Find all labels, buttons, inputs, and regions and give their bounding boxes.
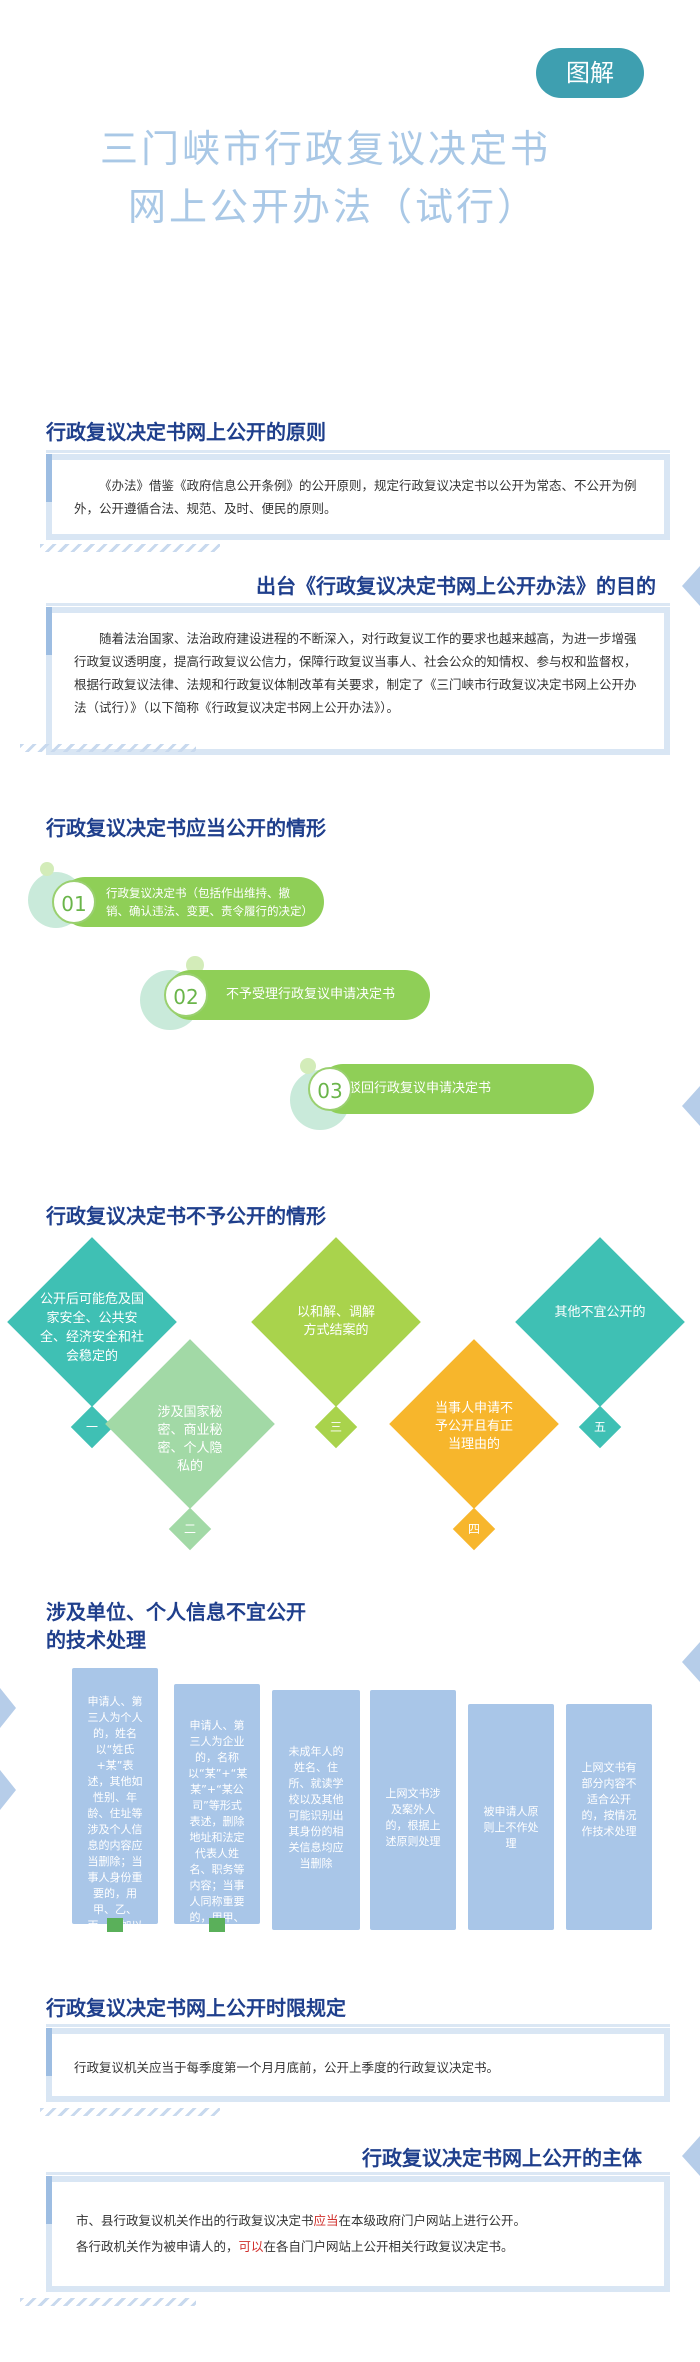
section-should-disclose-title: 行政复议决定书应当公开的情形 xyxy=(46,816,326,840)
edge-arrow-icon xyxy=(682,1086,700,1126)
tech-card-text: 被申请人原则上不作处理 xyxy=(483,1805,539,1850)
section-underline xyxy=(46,450,670,453)
item-number: 01 xyxy=(52,880,96,924)
section-underline xyxy=(46,2024,670,2027)
tech-card-text: 上网文书涉及案外人的，根据上述原则处理 xyxy=(385,1787,441,1848)
chevron-decoration xyxy=(20,2298,196,2306)
section-underline xyxy=(46,2172,670,2175)
not-disclose-text: 当事人申请不予公开且有正当理由的 xyxy=(434,1401,513,1452)
purpose-box: 随着法治国家、法治政府建设进程的不断深入，对行政复议工作的要求也越来越高，为进一… xyxy=(46,607,670,755)
not-disclose-number: 五 xyxy=(593,1420,606,1434)
section-not-disclose-title: 行政复议决定书不予公开的情形 xyxy=(46,1204,326,1228)
subject-line-1: 市、县行政复议机关作出的行政复议决定书应当在本级政府门户网站上进行公开。 xyxy=(76,2213,527,2228)
tech-card-5: 被申请人原则上不作处理 xyxy=(468,1704,554,1930)
should-disclose-item-2: 不予受理行政复议申请决定书 xyxy=(166,970,430,1020)
section-purpose-title: 出台《行政复议决定书网上公开办法》的目的 xyxy=(256,574,656,598)
card-foot-decoration xyxy=(209,1918,225,1932)
chevron-decoration xyxy=(40,544,220,552)
not-disclose-text: 其他不宜公开的 xyxy=(554,1305,646,1320)
section-tech-process-title-2: 的技术处理 xyxy=(46,1628,146,1652)
time-limit-text: 行政复议机关应当于每季度第一个月月底前，公开上季度的行政复议决定书。 xyxy=(74,2060,500,2075)
edge-arrow-icon xyxy=(0,1688,16,1728)
section-tech-process-title-1: 涉及单位、个人信息不宜公开 xyxy=(46,1600,306,1624)
chevron-decoration xyxy=(40,2108,220,2116)
should-disclose-text: 驳回行政复议申请决定书 xyxy=(348,1081,492,1096)
should-disclose-item-3: 驳回行政复议申请决定书 xyxy=(318,1064,594,1114)
bubble-decoration xyxy=(40,862,54,876)
main-title-line2: 网上公开办法（试行） xyxy=(128,185,539,229)
should-disclose-item-1: 行政复议决定书（包括作出维持、撤销、确认违法、变更、责令履行的决定） xyxy=(60,877,324,927)
section-time-limit-title: 行政复议决定书网上公开时限规定 xyxy=(46,1996,346,2020)
not-disclose-number: 一 xyxy=(85,1420,98,1434)
not-disclose-number: 二 xyxy=(183,1522,196,1536)
principle-box: 《办法》借鉴《政府信息公开条例》的公开原则，规定行政复议决定书以公开为常态、不公… xyxy=(46,454,670,540)
subject-line-2: 各行政机关作为被申请人的，可以在各自门户网站上公开相关行政复议决定书。 xyxy=(76,2239,514,2254)
purpose-text: 随着法治国家、法治政府建设进程的不断深入，对行政复议工作的要求也越来越高，为进一… xyxy=(74,631,637,715)
edge-arrow-icon xyxy=(0,1770,16,1810)
section-underline xyxy=(46,603,670,606)
chevron-decoration xyxy=(20,744,196,752)
should-disclose-text: 不予受理行政复议申请决定书 xyxy=(226,987,396,1002)
edge-arrow-icon xyxy=(682,1642,700,1682)
not-disclose-diamond-5 xyxy=(515,1237,685,1407)
not-disclose-text: 以和解、调解方式结案的 xyxy=(296,1305,375,1338)
time-limit-box: 行政复议机关应当于每季度第一个月月底前，公开上季度的行政复议决定书。 xyxy=(46,2028,670,2102)
section-subject-title: 行政复议决定书网上公开的主体 xyxy=(362,2146,642,2170)
edge-arrow-icon xyxy=(682,2136,700,2176)
tech-card-text: 申请人、第三人为个人的，姓名以“姓氏+某”表述，其他如性别、年龄、住址等涉及个人… xyxy=(87,1695,143,1948)
item-number: 02 xyxy=(164,973,208,1017)
tech-card-text: 上网文书有部分内容不适合公开的，按情况作技术处理 xyxy=(581,1761,637,1838)
tech-card-4: 上网文书涉及案外人的，根据上述原则处理 xyxy=(370,1690,456,1930)
main-title-line1: 三门峡市行政复议决定书 xyxy=(100,127,552,171)
should-disclose-text: 行政复议决定书（包括作出维持、撤销、确认违法、变更、责令履行的决定） xyxy=(106,886,313,918)
not-disclose-text: 涉及国家秘密、商业秘密、个人隐私的 xyxy=(157,1405,223,1474)
principle-text: 《办法》借鉴《政府信息公开条例》的公开原则，规定行政复议决定书以公开为常态、不公… xyxy=(74,478,637,516)
tech-card-text: 未成年人的姓名、住所、就读学校以及其他可能识别出其身份的相关信息均应当删除 xyxy=(288,1745,344,1870)
not-disclose-number: 四 xyxy=(467,1522,480,1536)
tech-card-2: 申请人、第三人为企业的，名称以“某”+“某某”+“某公司”等形式表述，删除地址和… xyxy=(174,1684,260,1956)
tech-card-6: 上网文书有部分内容不适合公开的，按情况作技术处理 xyxy=(566,1704,652,1930)
card-foot-decoration xyxy=(107,1918,123,1932)
section-principle-title: 行政复议决定书网上公开的原则 xyxy=(46,420,326,444)
tech-card-text: 申请人、第三人为企业的，名称以“某”+“某某”+“某公司”等形式表述，删除地址和… xyxy=(188,1719,248,1956)
bubble-decoration xyxy=(300,1058,316,1074)
item-number: 03 xyxy=(308,1067,352,1111)
bubble-decoration xyxy=(186,956,204,974)
not-disclose-number: 三 xyxy=(329,1420,342,1434)
diagram-tag: 图解 xyxy=(536,48,644,98)
tech-card-1: 申请人、第三人为个人的，姓名以“姓氏+某”表述，其他如性别、年龄、住址等涉及个人… xyxy=(72,1668,158,1948)
subject-box: 市、县行政复议机关作出的行政复议决定书应当在本级政府门户网站上进行公开。 各行政… xyxy=(46,2176,670,2292)
edge-arrow-icon xyxy=(682,566,700,606)
tech-card-3: 未成年人的姓名、住所、就读学校以及其他可能识别出其身份的相关信息均应当删除 xyxy=(272,1690,360,1930)
not-disclose-text: 公开后可能危及国家安全、公共安全、经济安全和社会稳定的 xyxy=(39,1292,144,1364)
